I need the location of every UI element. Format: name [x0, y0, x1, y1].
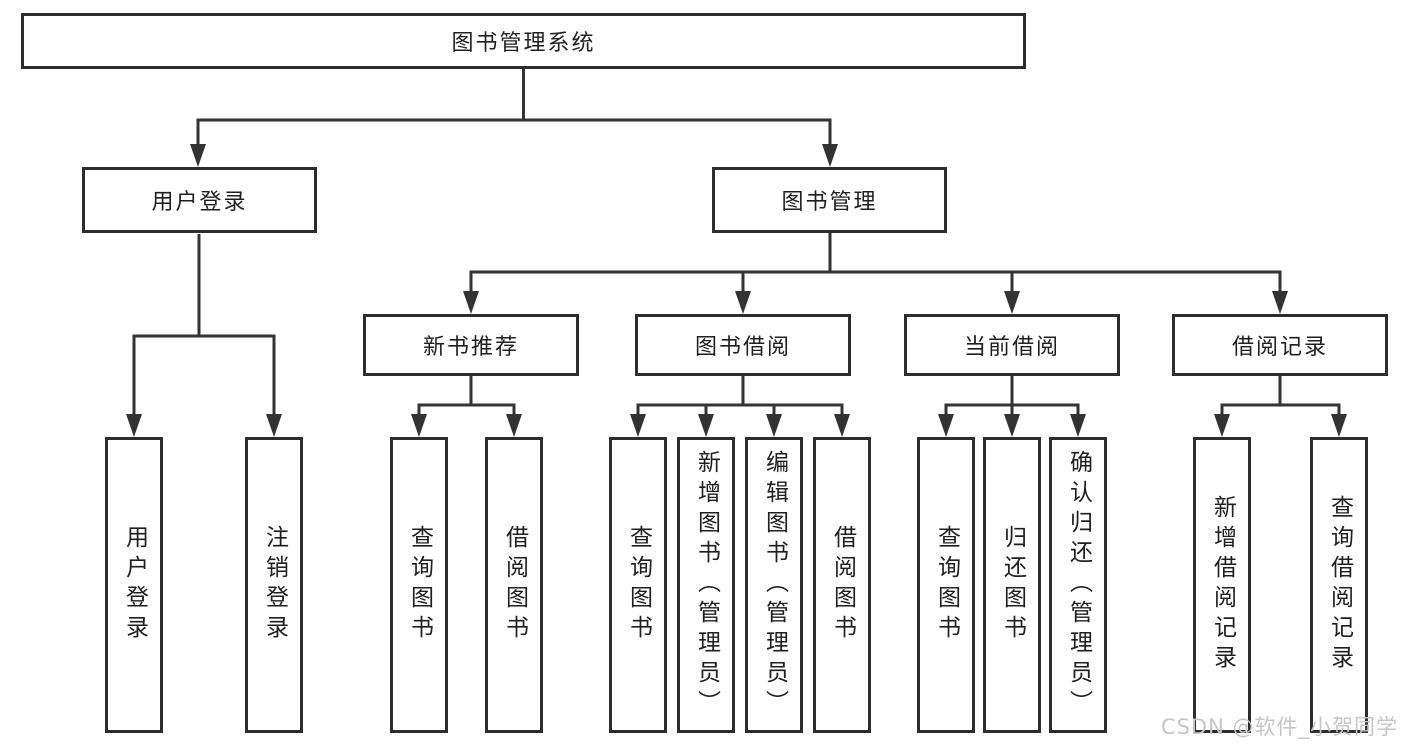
node-book-borrowing: 图书借阅 — [635, 314, 851, 376]
leaf-add-borrow-record: 新增借阅记录 — [1193, 437, 1251, 733]
leaf-borrow-books-recommend: 借阅图书 — [485, 437, 543, 733]
node-current-borrowing-label: 当前借阅 — [963, 335, 1060, 360]
leaf-query-books-current: 查询图书 — [917, 437, 975, 733]
leaf-edit-book-admin: 编辑图书（管理员） — [745, 437, 803, 733]
leaf-query-books-recommend-label: 查询图书 — [406, 525, 433, 645]
node-root-label: 图书管理系统 — [451, 31, 596, 56]
leaf-confirm-return-admin-label: 确认归还（管理员） — [1065, 450, 1092, 720]
leaf-query-books-recommend: 查询图书 — [390, 437, 448, 733]
leaf-add-book-admin-label: 新增图书（管理员） — [693, 450, 720, 720]
node-user-login-label: 用户登录 — [151, 190, 248, 215]
leaf-query-books-borrowing: 查询图书 — [609, 437, 667, 733]
leaf-edit-book-admin-label: 编辑图书（管理员） — [761, 450, 788, 720]
leaf-return-books: 归还图书 — [983, 437, 1041, 733]
csdn-watermark: CSDN @软件_小贺同学 — [1160, 715, 1398, 739]
leaf-borrow-books-recommend-label: 借阅图书 — [501, 525, 528, 645]
node-book-management: 图书管理 — [712, 167, 947, 233]
leaf-confirm-return-admin: 确认归还（管理员） — [1049, 437, 1107, 733]
leaf-return-books-label: 归还图书 — [999, 525, 1026, 645]
leaf-user-login: 用户登录 — [105, 437, 163, 733]
node-book-borrowing-label: 图书借阅 — [694, 335, 791, 360]
leaf-user-login-label: 用户登录 — [121, 525, 148, 645]
leaf-query-books-borrowing-label: 查询图书 — [625, 525, 652, 645]
node-root: 图书管理系统 — [21, 13, 1026, 69]
node-new-book-recommendation-label: 新书推荐 — [422, 335, 519, 360]
node-current-borrowing: 当前借阅 — [904, 314, 1120, 376]
node-new-book-recommendation: 新书推荐 — [363, 314, 579, 376]
leaf-logout-label: 注销登录 — [261, 525, 288, 645]
leaf-add-book-admin: 新增图书（管理员） — [677, 437, 735, 733]
node-borrowing-records: 借阅记录 — [1172, 314, 1388, 376]
node-user-login: 用户登录 — [82, 167, 317, 233]
leaf-borrow-books-borrowing: 借阅图书 — [813, 437, 871, 733]
leaf-query-borrow-record: 查询借阅记录 — [1310, 437, 1368, 733]
node-borrowing-records-label: 借阅记录 — [1231, 335, 1328, 360]
node-book-management-label: 图书管理 — [781, 190, 878, 215]
leaf-logout: 注销登录 — [245, 437, 303, 733]
leaf-query-books-current-label: 查询图书 — [933, 525, 960, 645]
leaf-borrow-books-borrowing-label: 借阅图书 — [829, 525, 856, 645]
leaf-query-borrow-record-label: 查询借阅记录 — [1326, 495, 1353, 675]
leaf-add-borrow-record-label: 新增借阅记录 — [1209, 495, 1236, 675]
